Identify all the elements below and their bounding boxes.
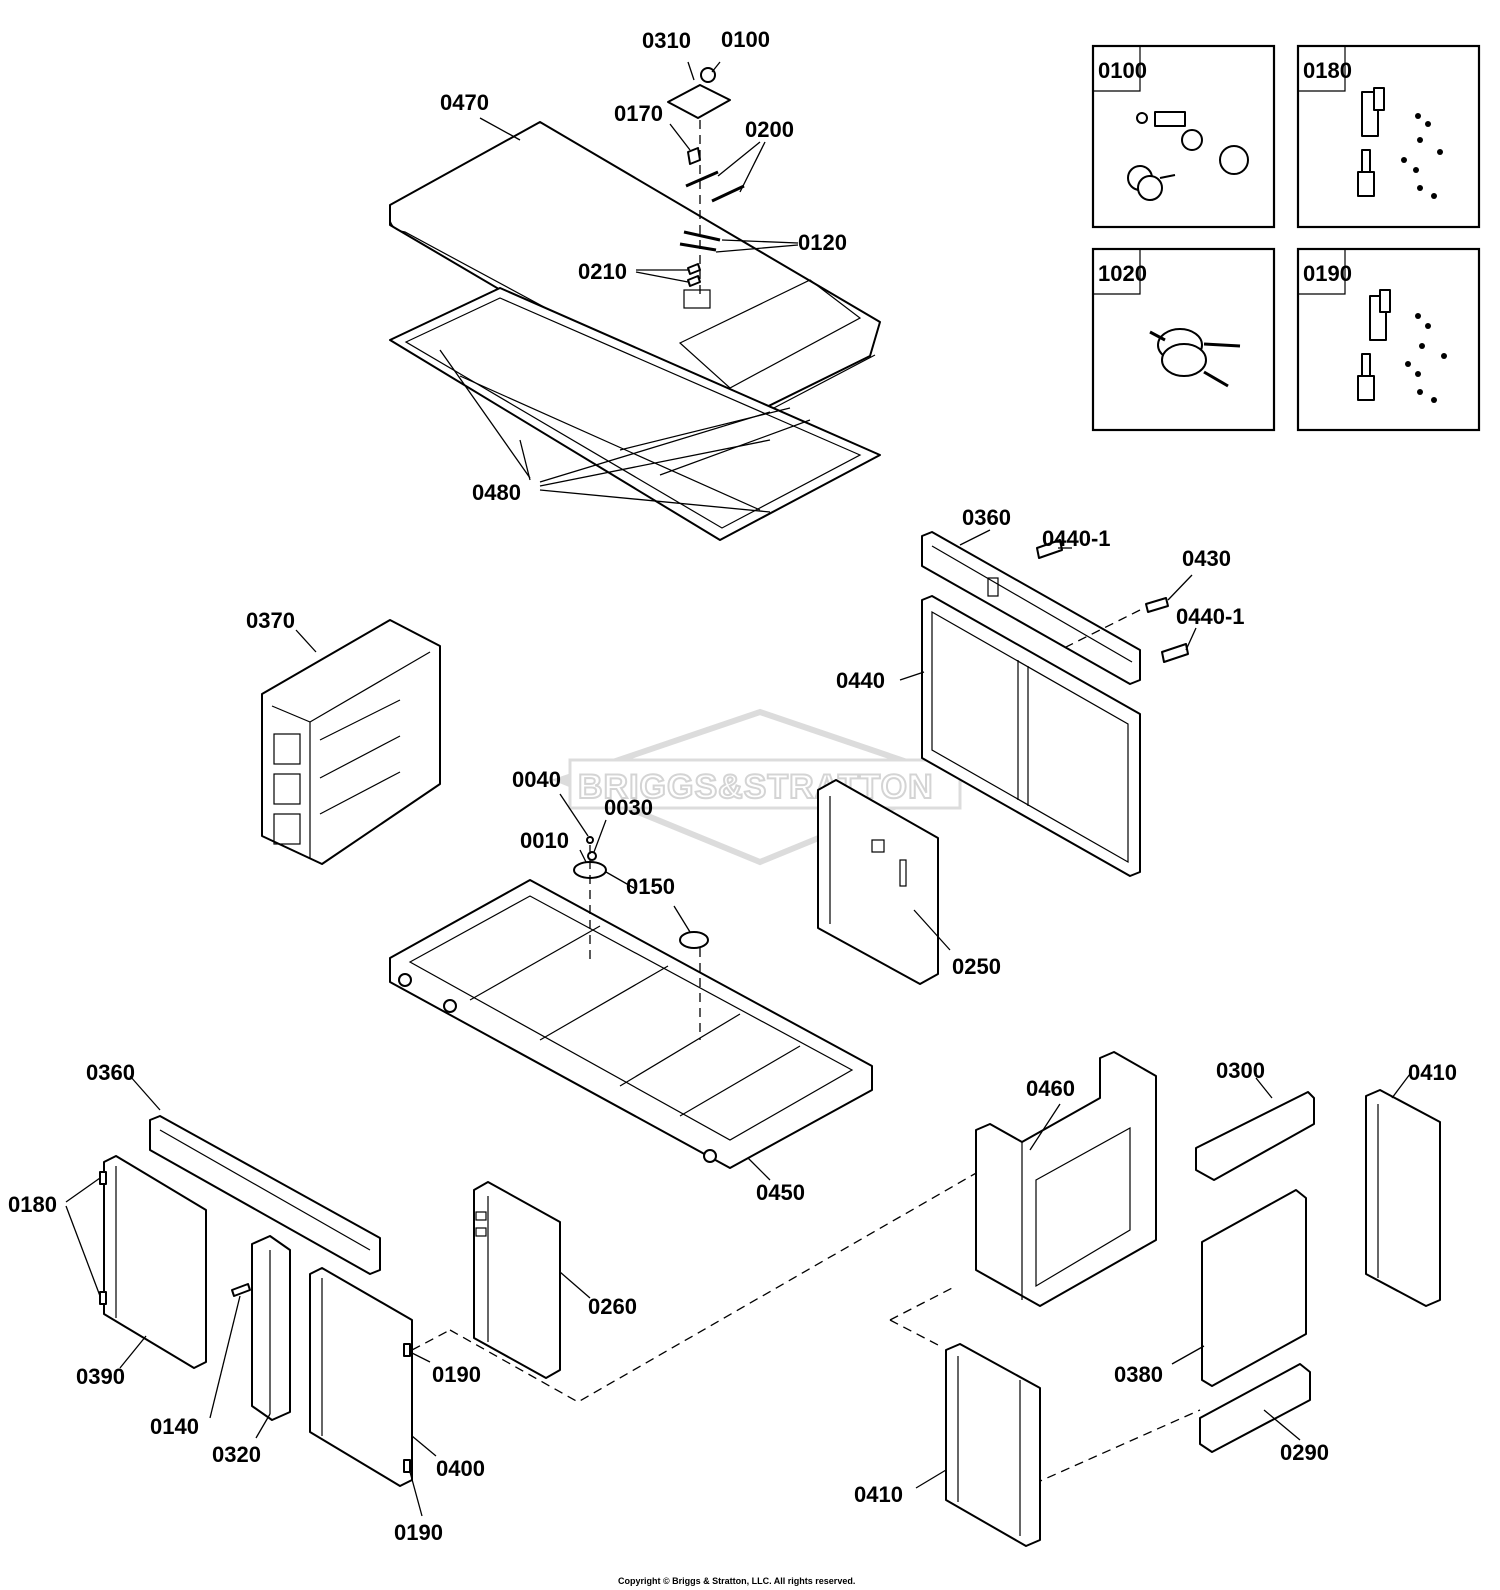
strip-0200-a[interactable] bbox=[685, 170, 719, 188]
lock-plate-0310[interactable] bbox=[667, 67, 731, 119]
label-0260: 0260 bbox=[588, 1294, 637, 1319]
rail-0360-bottom[interactable] bbox=[149, 1115, 381, 1275]
part-labels: 0310 0100 0470 0170 0200 0120 0210 0480 … bbox=[8, 27, 1457, 1545]
label-0440-1-a: 0440-1 bbox=[1042, 526, 1111, 551]
label-0200: 0200 bbox=[745, 117, 794, 142]
hinge-kit-icon bbox=[1357, 289, 1447, 403]
post-0320[interactable] bbox=[251, 1235, 291, 1421]
door-0390[interactable] bbox=[99, 1155, 207, 1369]
label-0370: 0370 bbox=[246, 608, 295, 633]
latch-0170[interactable] bbox=[687, 147, 701, 165]
latch-0430[interactable] bbox=[1145, 597, 1169, 613]
rail-0360-top[interactable] bbox=[921, 531, 1141, 685]
label-0290: 0290 bbox=[1280, 1440, 1329, 1465]
label-0380: 0380 bbox=[1114, 1362, 1163, 1387]
label-0440: 0440 bbox=[836, 668, 885, 693]
key-ring-icon bbox=[1149, 328, 1241, 388]
label-0190-b: 0190 bbox=[394, 1520, 443, 1545]
door-0400[interactable] bbox=[309, 1267, 413, 1487]
assembly-line-door bbox=[411, 1329, 451, 1351]
label-0480: 0480 bbox=[472, 480, 521, 505]
label-0010: 0010 bbox=[520, 828, 569, 853]
cross-rail-0300[interactable] bbox=[1195, 1091, 1315, 1181]
label-0400: 0400 bbox=[436, 1456, 485, 1481]
clip-0210-a[interactable] bbox=[687, 263, 701, 275]
label-0320: 0320 bbox=[212, 1442, 261, 1467]
assembly-line-0290 bbox=[1019, 1409, 1201, 1491]
label-0140: 0140 bbox=[150, 1414, 199, 1439]
label-0250: 0250 bbox=[952, 954, 1001, 979]
back-panel-0260[interactable] bbox=[473, 1181, 561, 1379]
inset-1020-label: 1020 bbox=[1098, 261, 1147, 286]
side-panel-0250[interactable] bbox=[817, 779, 939, 985]
label-0410-b: 0410 bbox=[854, 1482, 903, 1507]
label-0180: 0180 bbox=[8, 1192, 57, 1217]
strip-0200-b[interactable] bbox=[711, 184, 745, 203]
label-0170: 0170 bbox=[614, 101, 663, 126]
foot-mount-0150-b[interactable] bbox=[679, 931, 709, 949]
handle-0440-1-b[interactable] bbox=[1161, 643, 1189, 663]
assembly-line-mid bbox=[889, 1285, 957, 1321]
inset-0180-label: 0180 bbox=[1303, 58, 1352, 83]
label-0460: 0460 bbox=[1026, 1076, 1075, 1101]
label-0470: 0470 bbox=[440, 90, 489, 115]
end-frame-0410-top[interactable] bbox=[1365, 1089, 1441, 1307]
label-0210: 0210 bbox=[578, 259, 627, 284]
inset-0100: 0100 bbox=[1091, 44, 1276, 229]
label-0390: 0390 bbox=[76, 1364, 125, 1389]
shelf-rack-0370[interactable] bbox=[261, 619, 441, 865]
label-0030: 0030 bbox=[604, 795, 653, 820]
label-0150: 0150 bbox=[626, 874, 675, 899]
side-frame-0460[interactable] bbox=[975, 1051, 1157, 1307]
inset-0190: 0190 bbox=[1296, 247, 1481, 432]
hinge-kit-icon bbox=[1357, 87, 1443, 199]
inset-1020: 1020 bbox=[1091, 247, 1276, 432]
watermark-text: BRIGGS&STRATTON bbox=[578, 768, 934, 806]
end-frame-0410-bottom[interactable] bbox=[945, 1343, 1041, 1547]
label-0300: 0300 bbox=[1216, 1058, 1265, 1083]
handle-0440-1-a[interactable] bbox=[1036, 539, 1063, 559]
label-0440-1-b: 0440-1 bbox=[1176, 604, 1245, 629]
label-0120: 0120 bbox=[798, 230, 847, 255]
label-0190-a: 0190 bbox=[432, 1362, 481, 1387]
label-0040: 0040 bbox=[512, 767, 561, 792]
label-0450: 0450 bbox=[756, 1180, 805, 1205]
bolt-0040[interactable] bbox=[586, 836, 594, 844]
label-0100: 0100 bbox=[721, 27, 770, 52]
frame-gasket-0480[interactable] bbox=[389, 287, 881, 541]
label-0360-top: 0360 bbox=[962, 505, 1011, 530]
washer-0030[interactable] bbox=[587, 851, 597, 861]
inset-0100-label: 0100 bbox=[1098, 58, 1147, 83]
label-0410-a: 0410 bbox=[1408, 1060, 1457, 1085]
watermark-logo: BRIGGS&STRATTON bbox=[551, 708, 969, 866]
assembly-line-left bbox=[449, 1171, 979, 1403]
clip-0210-b[interactable] bbox=[687, 275, 701, 287]
label-0310: 0310 bbox=[642, 28, 691, 53]
assembly-line-mid-2 bbox=[889, 1319, 941, 1347]
inset-0180: 0180 bbox=[1296, 44, 1481, 229]
kick-rail-0290[interactable] bbox=[1199, 1363, 1311, 1453]
label-0430: 0430 bbox=[1182, 546, 1231, 571]
lock-cam-kit-icon bbox=[1127, 111, 1249, 201]
latch-0140[interactable] bbox=[231, 1283, 251, 1297]
inset-0190-label: 0190 bbox=[1303, 261, 1352, 286]
door-frame-0440[interactable] bbox=[921, 595, 1141, 877]
door-0380[interactable] bbox=[1201, 1189, 1307, 1387]
label-0360-bottom: 0360 bbox=[86, 1060, 135, 1085]
copyright-text: Copyright © Briggs & Stratton, LLC. All … bbox=[618, 1576, 855, 1586]
base-frame-0450[interactable] bbox=[389, 879, 873, 1169]
